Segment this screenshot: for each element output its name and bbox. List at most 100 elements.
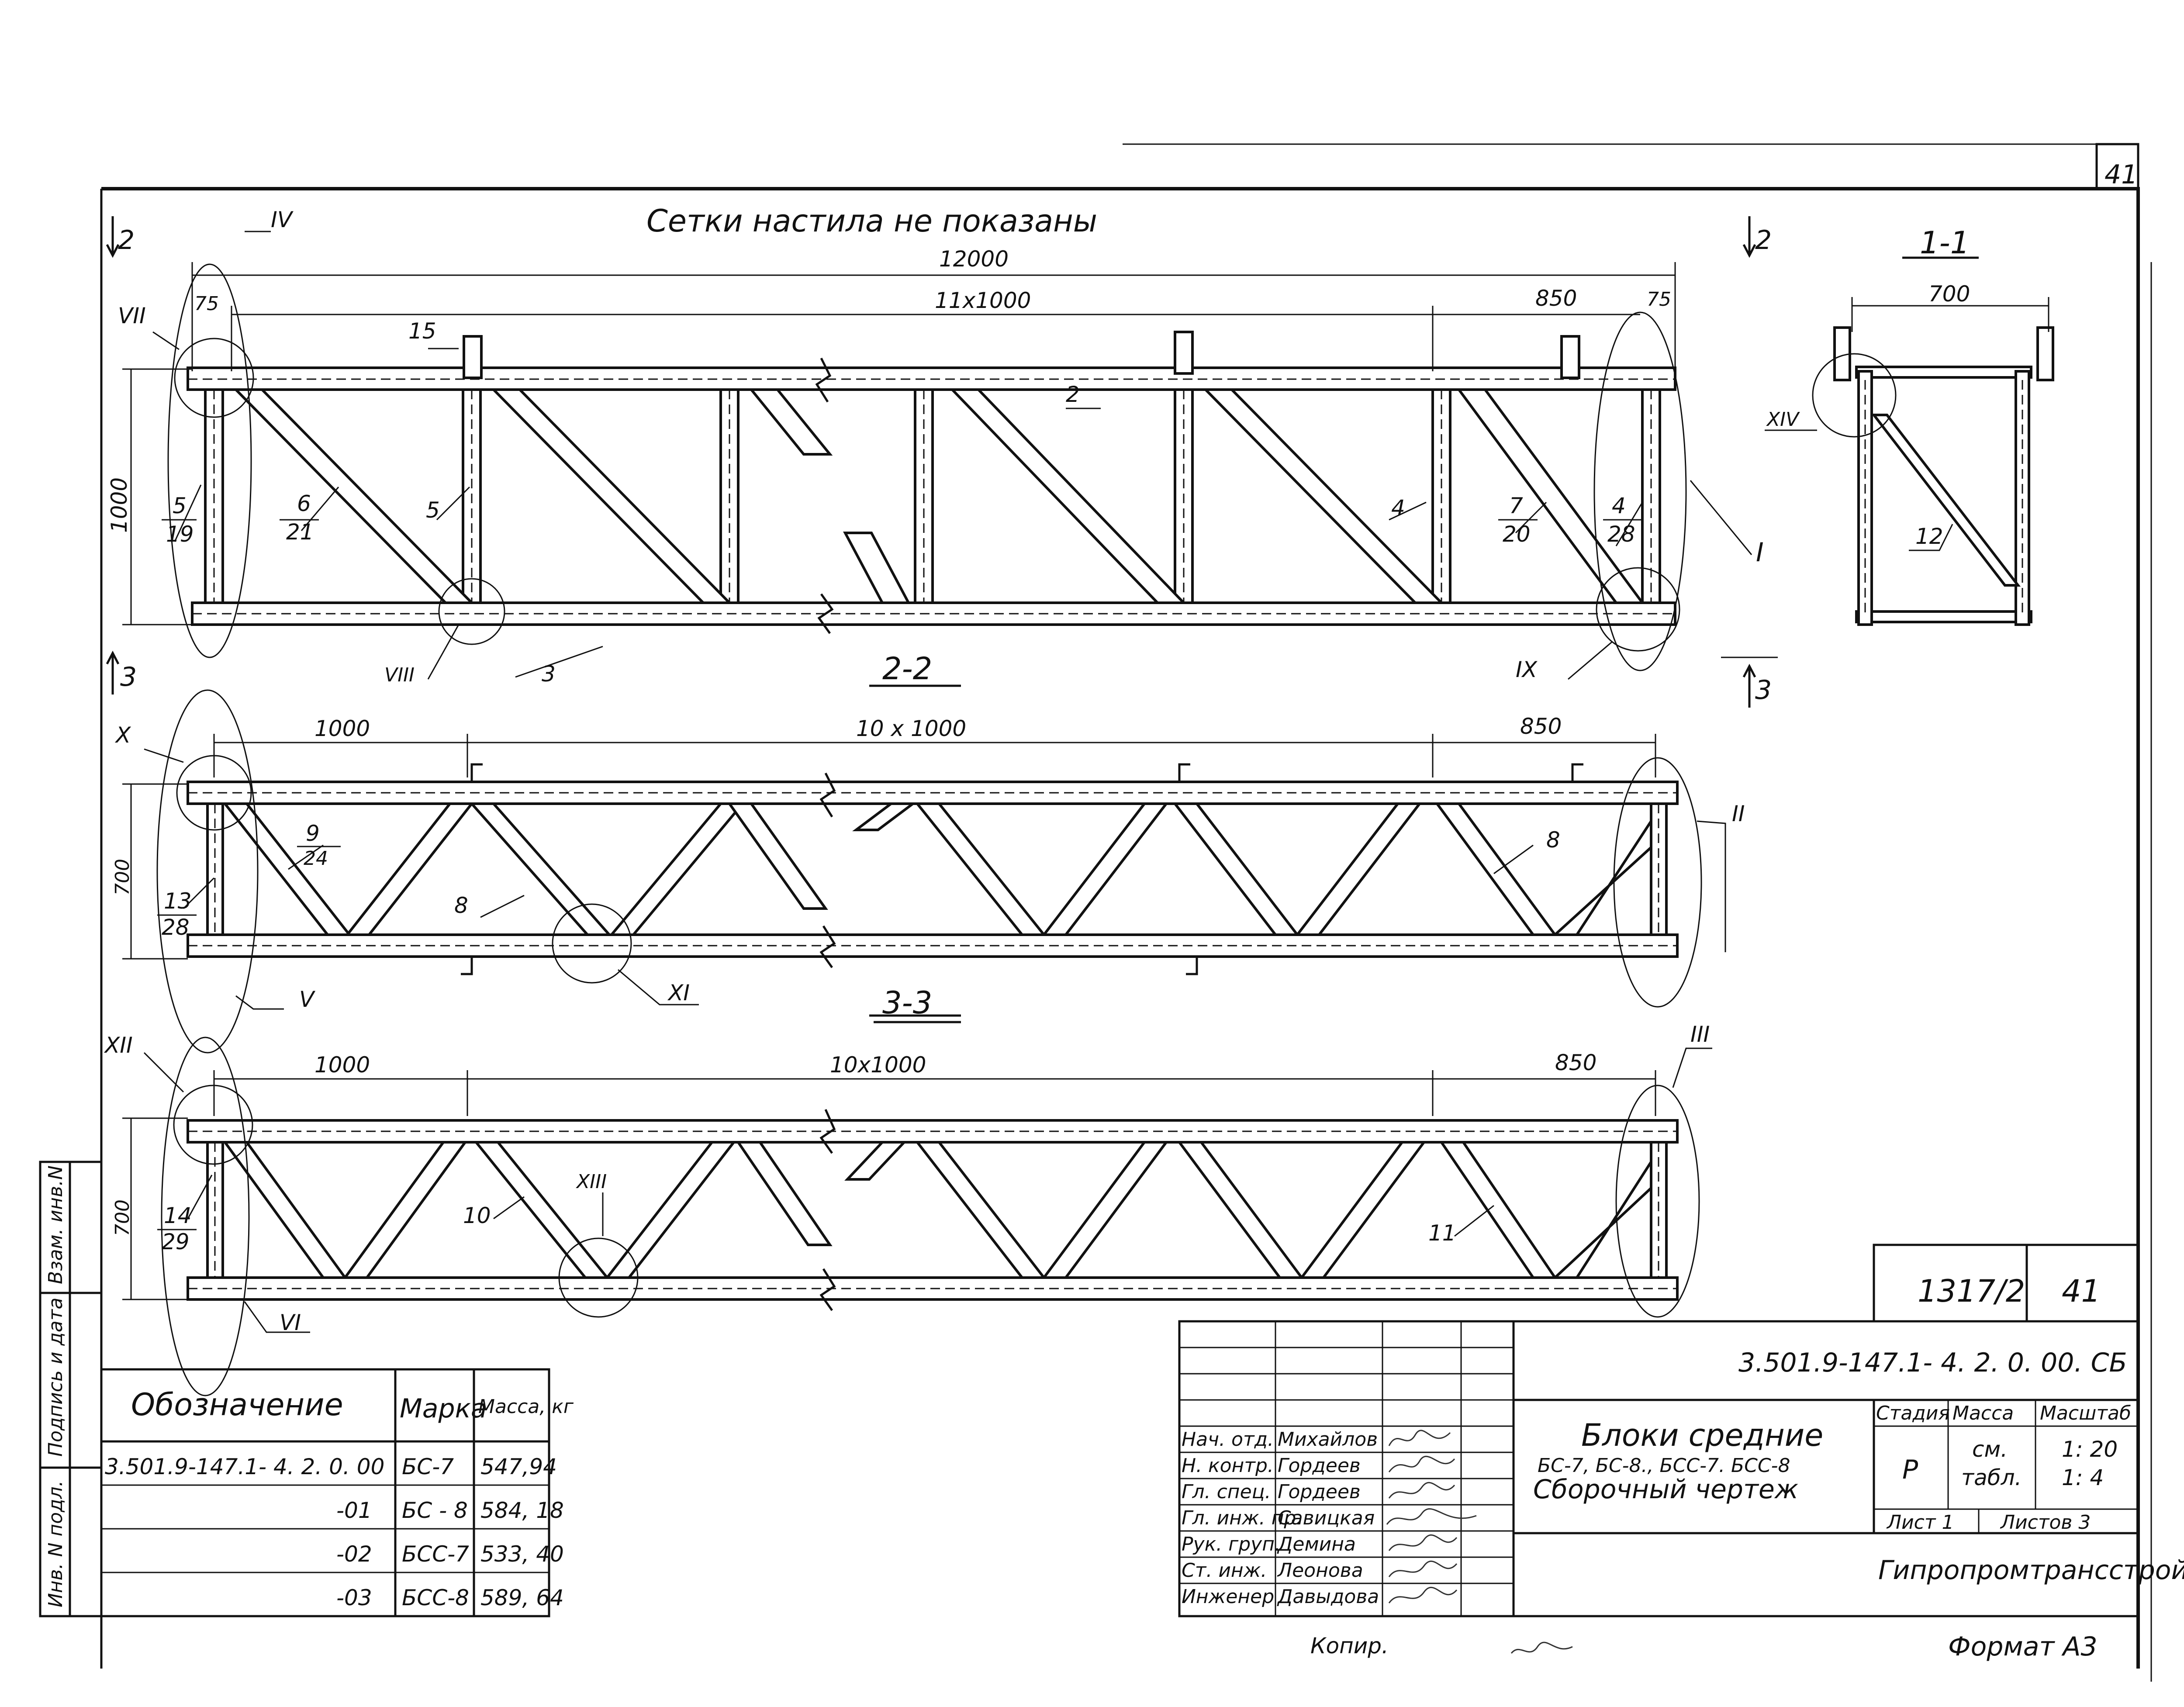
spec-header-designation: Обозначение [131,1387,343,1423]
pos-29: 29 [162,1229,190,1254]
pos-20: 20 [1503,522,1531,547]
stage-value: Р [1902,1455,1918,1485]
scale-2: 1: 4 [2062,1465,2104,1490]
section-3-3-title: 3-3 [882,985,932,1021]
role-label: Инженер [1182,1586,1274,1608]
mass-value-1: см. [1972,1437,2008,1462]
callout-IV: IV [271,207,294,232]
callout-XI: XI [667,980,690,1006]
section-3-3-diagonals [222,1141,1652,1279]
stamp-inventory: Инв. N подл. [45,1480,67,1607]
section-2-2-diagonals [222,802,1652,936]
section-mark-right-top: 2 [1755,225,1772,256]
role-name: Демина [1277,1533,1356,1555]
spec-rows: 3.501.9-147.1- 4. 2. 0. 00 БС-7 547,94 -… [105,1454,564,1610]
spec-row-mass: 547,94 [480,1454,557,1479]
spec-header-mark: Марка [400,1393,487,1424]
pos-4b: 4 [1612,493,1626,518]
pos-8b: 8 [1546,827,1560,853]
pos-28-2-2: 28 [162,915,190,940]
spec-row-designation: 3.501.9-147.1- 4. 2. 0. 00 [105,1454,384,1479]
pos-28: 28 [1607,522,1635,547]
pos-2: 2 [1066,382,1080,407]
callout-III: III [1690,1022,1710,1047]
spec-row-mass: 533, 40 [480,1541,564,1567]
role-label: Рук. груп. [1182,1533,1281,1555]
dim-overall: 12000 [939,246,1009,272]
spec-header-mass: Масса, кг [478,1396,574,1418]
role-name: Михайлов [1278,1428,1378,1451]
sheets-label: Листов 3 [2000,1511,2091,1534]
pos-24: 24 [304,847,328,870]
callout-VIII: VIII [384,664,415,686]
pos-15: 15 [408,318,436,344]
section-mark-left-bottom: 3 [120,662,137,692]
pos-5: 5 [173,493,187,518]
organization: Гипропромтрансстрой [1878,1555,2184,1586]
arrow-up-icon [106,650,120,695]
role-label: Гл. спец. [1182,1481,1271,1503]
callout-XIII: XIII [576,1171,607,1193]
dim-1-1-width: 700 [1928,281,1970,307]
dim-2-2-panels: 10 х 1000 [856,716,966,741]
callout-II: II [1732,801,1745,826]
note-top: Сетки настила не показаны [646,203,1097,239]
pos-14: 14 [164,1203,192,1228]
corner-sheet-number: 41 [2105,159,2138,190]
role-label: Н. контр. [1182,1455,1274,1477]
role-name: Савицкая [1278,1507,1375,1529]
callout-VI: VI [280,1310,301,1335]
section-3-3-truss [122,1021,1712,1396]
dim-height: 1000 [107,477,132,533]
scale-header: Масштаб [2040,1402,2131,1424]
spec-row-mark: БС - 8 [402,1498,468,1523]
title-block-grid [1178,1244,2139,1617]
dim-end-right-small: 75 [1647,288,1671,311]
spec-row-mark: БСС-7 [402,1541,469,1567]
archive-sheet: 41 [2062,1273,2101,1309]
pos-6: 6 [297,491,311,516]
callout-VII: VII [118,303,146,328]
role-name: Гордеев [1278,1455,1361,1477]
role-label: Гл. инж. пр. [1182,1507,1302,1529]
arrow-down-icon [1742,216,1756,258]
stage-header: Стадия [1876,1402,1950,1424]
spec-row-mass: 584, 18 [480,1498,564,1523]
title-line2: БС-7, БС-8., БСС-7. БСС-8 [1538,1455,1790,1477]
section-1-1-title: 1-1 [1920,225,1970,261]
callout-XII: XII [104,1033,133,1058]
spec-row-mass: 589, 64 [480,1585,564,1610]
dim-2-2-height: 700 [111,859,134,895]
sheet-frame [100,143,2152,1682]
main-bottom-chord [191,601,1676,626]
dim-3-3-left: 1000 [314,1052,370,1078]
copied-by: Копир. [1310,1633,1389,1659]
doc-code: 3.501.9-147.1- 4. 2. 0. 00. СБ [1738,1348,2127,1378]
section-2-2-truss [122,684,1726,1054]
archive-number: 1317/2 [1918,1273,2025,1309]
sheet-label: Лист 1 [1886,1511,1954,1534]
pos-10: 10 [463,1203,491,1228]
pos-11: 11 [1428,1220,1456,1246]
main-truss-view [122,231,1752,680]
role-name: Леонова [1277,1559,1363,1582]
stamp-signature-date: Подпись и дата [45,1298,67,1457]
pos-5b: 5 [426,498,440,523]
spec-row-designation: -02 [336,1541,372,1567]
dim-end-left-small: 75 [194,293,219,315]
pos-13: 13 [164,888,192,914]
callout-XIV: XIV [1766,408,1800,431]
arrow-down-icon [106,216,120,258]
dim-2-2-left: 1000 [314,716,370,741]
title-line3: Сборочный чертеж [1533,1474,1798,1505]
title-line1: Блоки средние [1581,1417,1823,1453]
callout-V: V [299,987,316,1012]
pos-19: 19 [166,522,194,547]
section-2-2-title: 2-2 [882,651,932,687]
dim-panels: 11х1000 [935,288,1031,313]
dim-end-right: 850 [1535,286,1577,311]
spec-row-designation: -01 [336,1498,372,1523]
section-mark-left-top: 2 [118,225,135,256]
section-1-1 [1765,256,2054,626]
